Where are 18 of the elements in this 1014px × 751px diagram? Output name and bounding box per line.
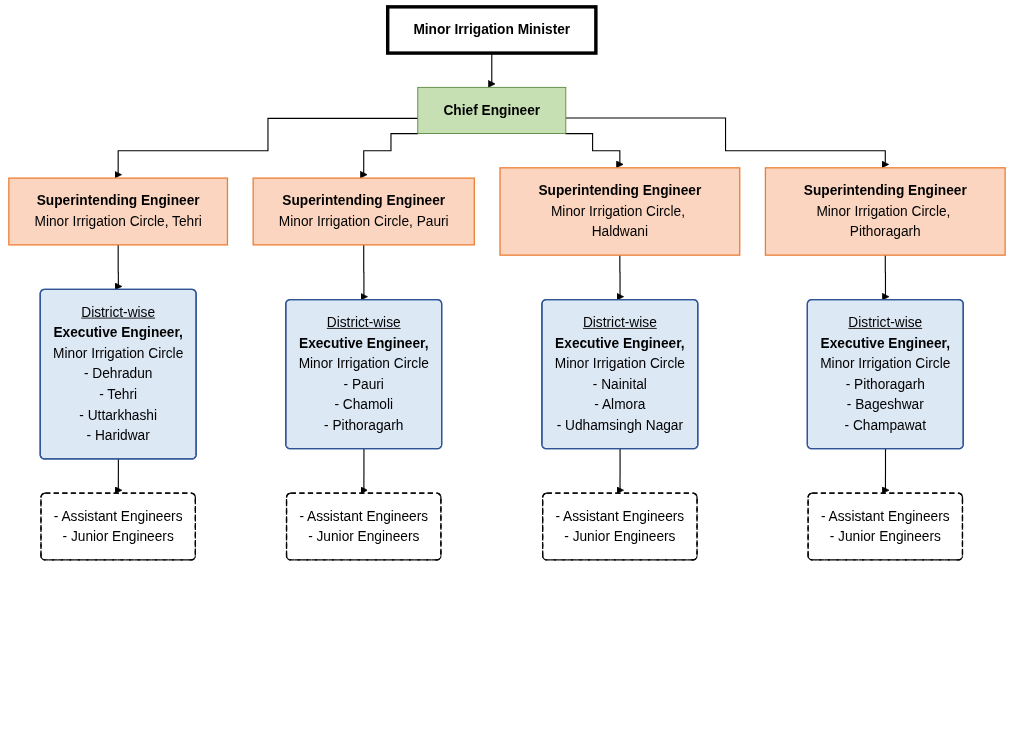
arrow: [114, 244, 123, 291]
node-box: Superintending Engineer Minor Irrigation Circle, Pithoragarh: [764, 167, 1006, 256]
arrow: [881, 448, 890, 494]
arrow: [360, 448, 368, 494]
arrow: [616, 254, 624, 301]
arrow: [881, 254, 890, 301]
node-box: Superintending Engineer Minor Irrigation Circle, Pauri: [252, 177, 475, 246]
node-box: Superintending Engineer Minor Irrigation Circle, Tehri: [8, 177, 229, 246]
arrow: [616, 448, 624, 494]
arrow: [564, 133, 624, 169]
node-box: Chief Engineer: [417, 86, 567, 134]
arrow: [565, 117, 890, 169]
node-box: Minor Irrigation Minister: [386, 5, 598, 55]
arrow: [360, 244, 368, 301]
arrow: [114, 458, 123, 494]
arrow: [359, 133, 419, 179]
node-box: Superintending Engineer Minor Irrigation Circle, Haldwani: [499, 167, 741, 256]
arrow: [114, 117, 419, 179]
